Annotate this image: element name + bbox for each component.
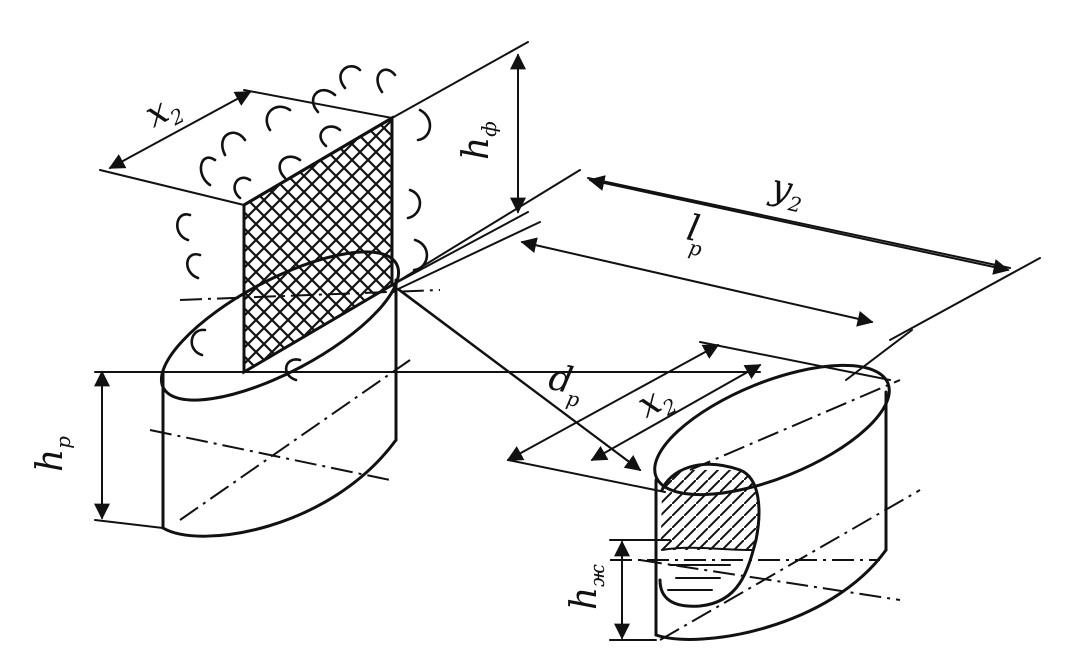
neighbour-tank (610, 363, 921, 641)
neighbour-tank-axis-3 (659, 489, 921, 641)
dimension-y2: y2 (587, 166, 1041, 341)
svg-text:x2: x2 (138, 84, 188, 139)
liquid-level-lines (667, 564, 731, 591)
hzh-main: h (564, 587, 605, 610)
neighbour-tank-axis-2 (639, 559, 901, 601)
dimension-hzh: hж (564, 539, 671, 641)
flame-top-edge (242, 116, 394, 207)
h-phi-main: h (456, 137, 497, 160)
svg-text:hж: hж (564, 564, 609, 610)
burning-tank-axis-2 (179, 359, 411, 521)
flame-crosshatch (242, 115, 394, 375)
svg-text:hф: hф (456, 121, 501, 160)
h-phi-sub: ф (477, 121, 501, 137)
neighbour-tank-axis-1 (689, 379, 901, 471)
burning-tank-bottom-arc (161, 438, 398, 538)
vapour-space-hatch (660, 470, 759, 550)
dimension-hp: hp (30, 370, 245, 529)
dimension-lp: lp (520, 208, 913, 381)
liquid-surface (661, 546, 753, 551)
dimension-h-phi: hф (391, 41, 529, 286)
svg-text:hp: hp (30, 436, 75, 472)
dimension-dp: dp (399, 289, 642, 471)
hp-sub: p (51, 436, 75, 449)
lp-sub: p (687, 235, 705, 261)
neighbour-tank-bottom-arc (654, 548, 888, 641)
hzh-sub: ж (585, 564, 609, 587)
hp-main: h (30, 449, 71, 472)
svg-text:lp: lp (681, 208, 710, 262)
neighbour-tank-top-ellipse (653, 363, 891, 497)
svg-text:x2: x2 (631, 375, 681, 430)
y2-sub: 2 (785, 191, 803, 217)
burning-tank-axis-1 (149, 429, 391, 481)
dimension-x2-top: x2 (99, 84, 393, 206)
svg-text:y2: y2 (765, 166, 809, 217)
flame-panel (242, 115, 394, 375)
